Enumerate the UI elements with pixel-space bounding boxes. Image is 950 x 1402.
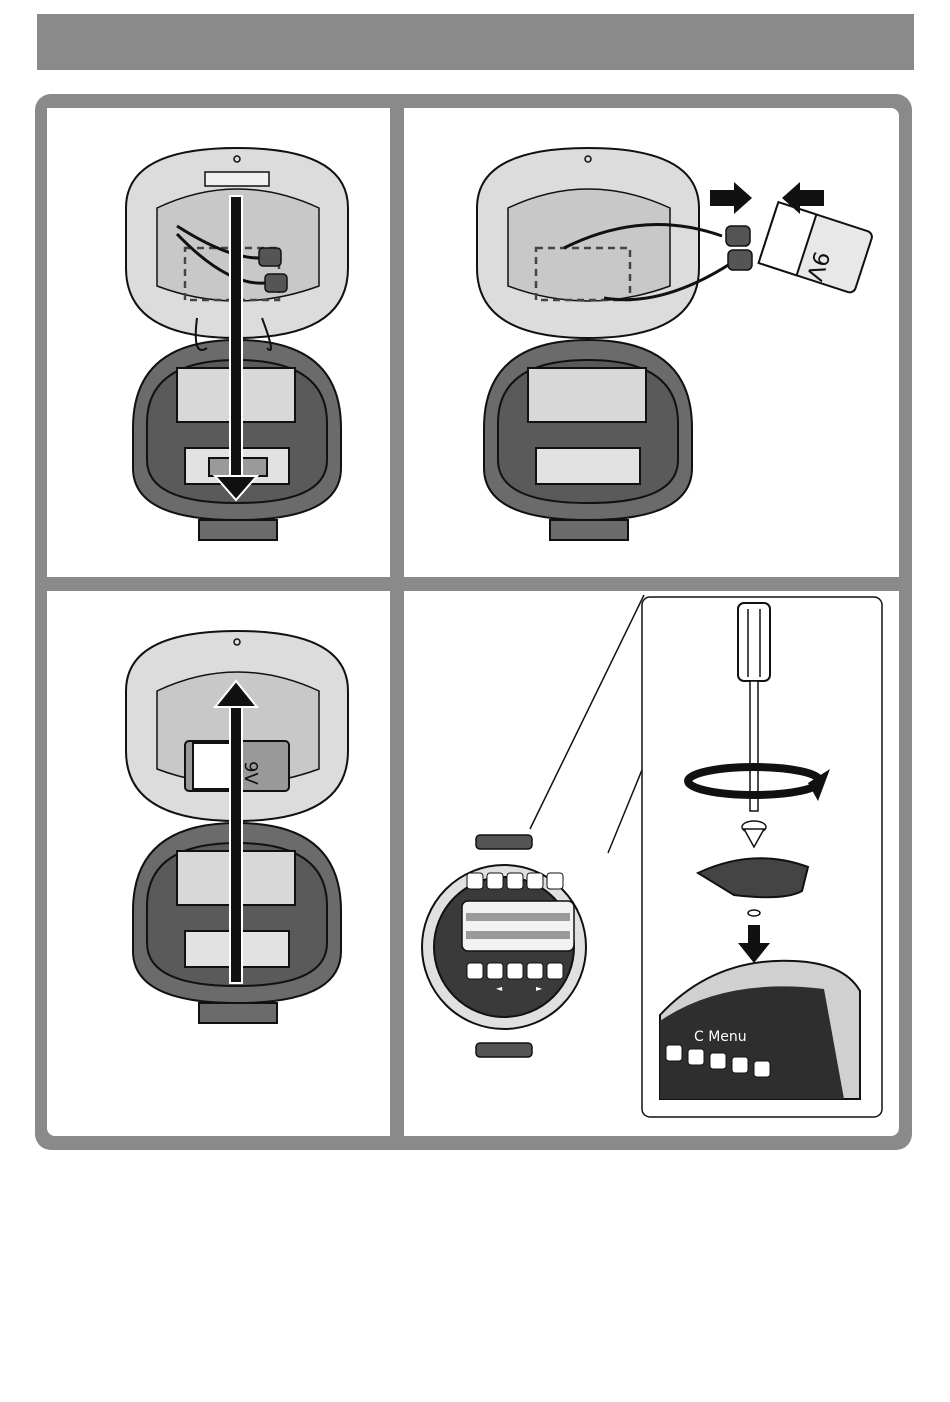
header-bar [37, 14, 914, 70]
lid-open-illustration [47, 108, 390, 577]
battery-connect-illustration: 9V [404, 108, 899, 577]
battery-label: 9V [240, 761, 261, 785]
step-panel-4: * ◄ ► [404, 591, 899, 1136]
step-panel-3: 9V [47, 591, 390, 1136]
step-panel-2: 9V [404, 108, 899, 577]
step-panel-1 [47, 108, 390, 577]
left-arrow-label: ◄ [496, 984, 503, 993]
screw-fasten-illustration: * ◄ ► [404, 591, 899, 1136]
menu-label: C Menu [694, 1029, 747, 1045]
detail-inset: C Menu [642, 597, 882, 1117]
battery-9v: 9V [759, 202, 874, 294]
push-arrows-icon [710, 182, 824, 214]
keypad-top-keys [467, 873, 563, 889]
device-lid [477, 148, 736, 338]
lid-close-illustration: 9V [47, 591, 390, 1136]
right-arrow-label: ► [536, 984, 543, 993]
battery-clip [726, 226, 752, 270]
keypad-star: * [534, 854, 541, 870]
keypad-front: * ◄ ► [422, 835, 586, 1057]
callout-lines [530, 595, 644, 853]
keypad-bottom-keys [467, 963, 563, 979]
device-base [484, 340, 692, 540]
